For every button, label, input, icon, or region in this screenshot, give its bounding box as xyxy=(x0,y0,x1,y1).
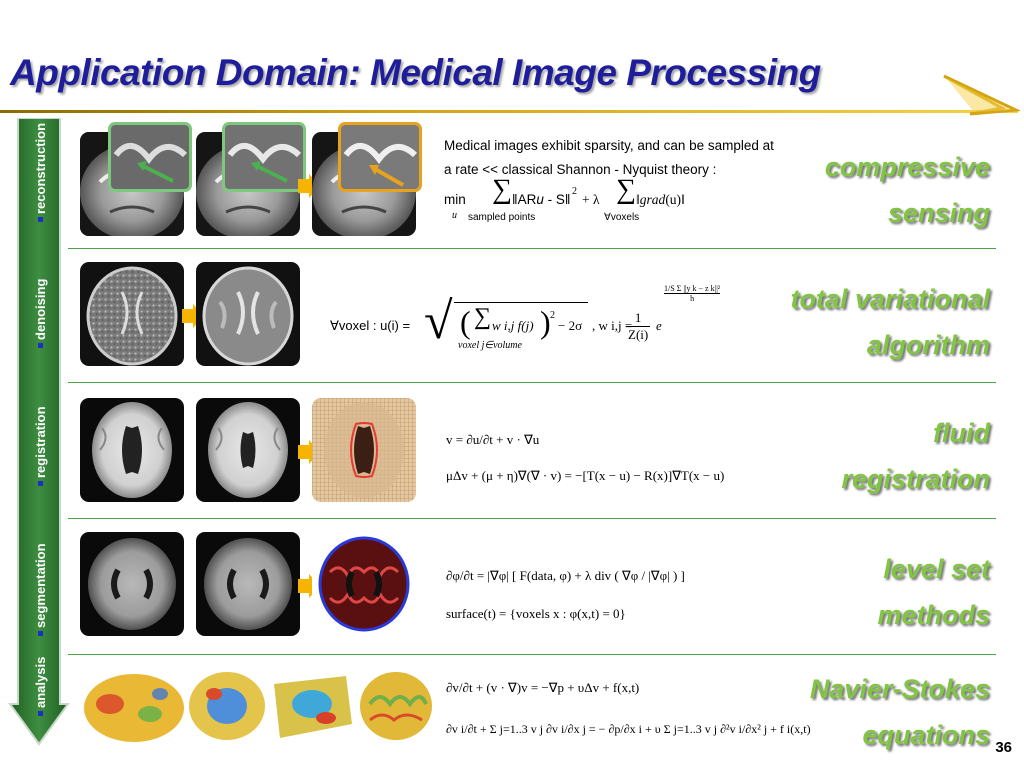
cs-norm1-rest: - S xyxy=(543,192,565,207)
sidebar-label-denoising: denoising xyxy=(33,279,48,348)
cs-text-line-1: Medical images exhibit sparsity, and can… xyxy=(444,138,774,153)
cs-grad-arg: (u) xyxy=(665,192,682,207)
cs-sum-1: ∑ xyxy=(492,174,512,205)
levelset-eq-1: ∂φ/∂t = |∇φ| [ F(data, φ) + λ div ( ∇φ /… xyxy=(446,568,685,583)
brain-3d-render-2 xyxy=(186,664,268,744)
mri-image-noisy xyxy=(80,262,184,366)
label-fluid-registration: fluid registration xyxy=(841,418,990,494)
row-divider xyxy=(68,382,996,383)
label-total-variational: total variational algorithm xyxy=(790,284,990,360)
cs-sum-2: ∑ xyxy=(616,174,636,205)
sidebar-label-segmentation: segmentation xyxy=(33,543,48,636)
brain-3d-render-3 xyxy=(266,664,356,744)
row-divider xyxy=(68,248,996,249)
cs-sum-1-sub: sampled points xyxy=(468,212,536,223)
cs-grad: grad xyxy=(639,192,666,207)
zoom-box-cs-1 xyxy=(108,122,192,192)
cs-plus-lambda: + λ xyxy=(582,192,600,207)
cs-sum-2-sub: ∀voxels xyxy=(604,212,640,223)
tv-sum-sub: voxel j∈volume xyxy=(458,340,522,351)
tv-sum: ∑ xyxy=(474,304,492,330)
zoom-box-cs-2 xyxy=(222,122,306,192)
fluid-eq-2: μΔv + (μ + η)∇(∇ · v) = −[T(x − u) − R(x… xyxy=(446,468,725,483)
corner-arrow-icon xyxy=(943,74,1020,116)
page-number: 36 xyxy=(995,739,1012,756)
sidebar-label-registration: registration xyxy=(33,406,48,486)
tv-lhs: ∀voxel : u(i) = xyxy=(330,318,411,333)
row-divider xyxy=(68,654,996,655)
tv-frac-num: 1 xyxy=(626,310,651,327)
tv-equation: ∀voxel : u(i) = √ ( ∑ w i,j f(j) ) 2 − 2… xyxy=(330,284,721,351)
tv-frac-den: Z(i) xyxy=(628,327,649,342)
sidebar-label-reconstruction: reconstruction xyxy=(33,123,48,222)
tv-wdef: , w i,j = xyxy=(592,318,633,333)
cs-norm1-u: u xyxy=(536,192,544,207)
compressive-sensing-equation: Medical images exhibit sparsity, and can… xyxy=(444,134,794,226)
cs-text-line-2: a rate << classical Shannon - Nyquist th… xyxy=(444,162,717,177)
row-divider xyxy=(68,518,996,519)
workflow-down-arrow xyxy=(8,118,70,746)
tv-exp-den: h xyxy=(690,294,695,303)
label-navier-stokes: Navier-Stokes equations xyxy=(809,674,990,750)
cs-sq: 2 xyxy=(572,186,577,197)
cs-min-sub: u xyxy=(452,210,457,221)
title-underline xyxy=(0,110,1018,113)
brain-3d-render-1 xyxy=(80,664,188,744)
tv-minus: − 2σ xyxy=(558,318,583,333)
fluid-eq-1: v = ∂u/∂t + v · ∇u xyxy=(446,432,540,447)
levelset-eq-2: surface(t) = {voxels x : φ(x,t) = 0} xyxy=(446,606,626,621)
cs-norm1: AR xyxy=(517,192,537,207)
tv-exp-num: 1/S Σ ||y k − z k||² xyxy=(664,284,721,294)
sidebar-label-analysis: analysis xyxy=(33,657,48,716)
mri-image-seg-input-1 xyxy=(80,532,184,636)
mri-image-seg-input-2 xyxy=(196,532,300,636)
tv-e: e xyxy=(656,318,662,333)
registration-deformation-grid xyxy=(312,398,416,502)
navier-eq-1: ∂v/∂t + (v · ∇)v = −∇p + υΔv + f(x,t) xyxy=(446,680,640,695)
mri-image-moving xyxy=(196,398,300,502)
mri-image-denoised xyxy=(196,262,300,366)
tv-sq: 2 xyxy=(550,310,555,321)
cs-min: min xyxy=(444,192,466,207)
brain-3d-render-4 xyxy=(356,664,436,744)
zoom-box-cs-3 xyxy=(338,122,422,192)
navier-eq-2: ∂v i/∂t + Σ j=1..3 v j ∂v i/∂x j = − ∂p/… xyxy=(446,722,811,736)
label-level-set: level set methods xyxy=(877,554,990,630)
tv-inner: w i,j f(j) xyxy=(492,318,534,333)
level-set-segmentation-result xyxy=(312,532,416,636)
mri-image-fixed xyxy=(80,398,184,502)
label-compressive-sensing: compressive sensing xyxy=(824,152,990,228)
slide-title: Application Domain: Medical Image Proces… xyxy=(10,52,821,93)
